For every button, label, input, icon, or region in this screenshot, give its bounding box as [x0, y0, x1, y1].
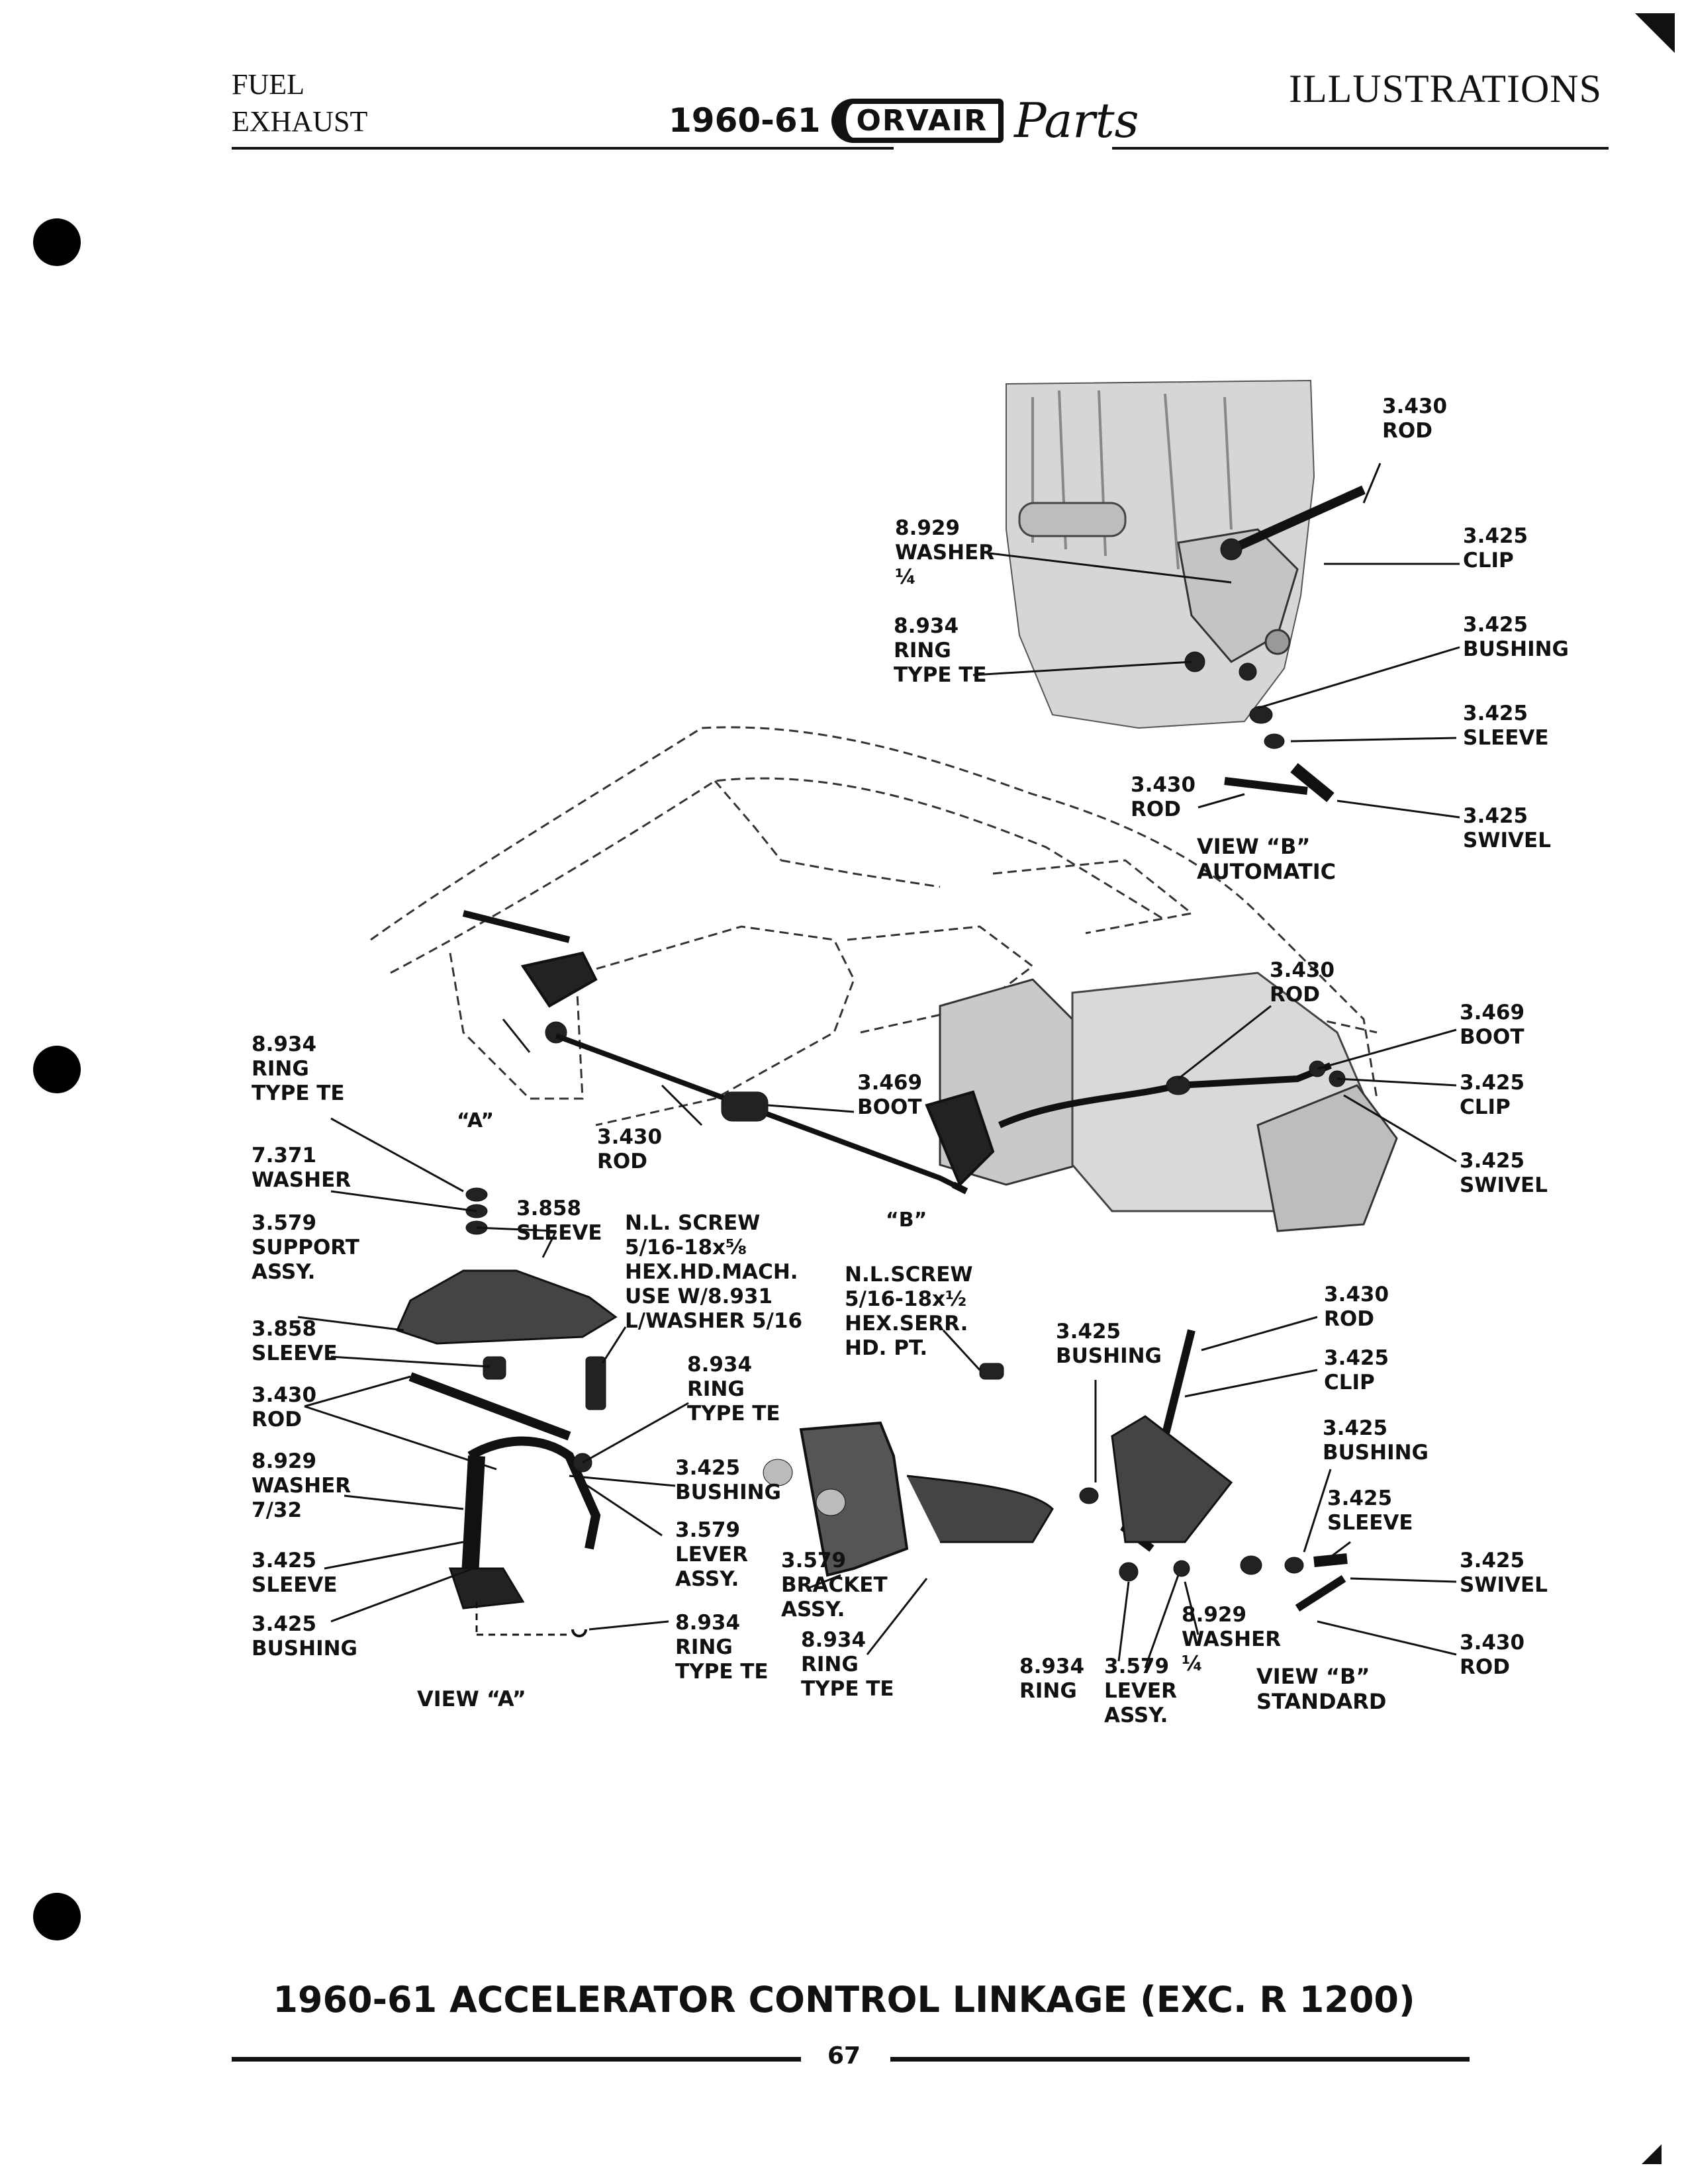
- callout-auto-clip-top: 3.425 CLIP: [1463, 524, 1528, 572]
- callout-std-ring: 8.934 RING: [1019, 1655, 1085, 1703]
- callout-a-bushing-right: 3.425 BUSHING: [675, 1456, 781, 1504]
- callout-a-sleeve-low: 3.858 SLEEVE: [252, 1317, 338, 1365]
- main-linkage-parts: [462, 910, 1346, 1195]
- view-b-automatic-title: VIEW “B” AUTOMATIC: [1197, 834, 1336, 884]
- callout-std-lever: 3.579 LEVER ASSY.: [1104, 1655, 1177, 1727]
- header-rule-left: [232, 147, 894, 150]
- corvair-parts-logo: 1960-61 ORVAIR Parts: [669, 93, 1139, 148]
- view-b-marker: “B”: [886, 1208, 927, 1232]
- punch-hole-top: [33, 218, 81, 266]
- callout-auto-bushing: 3.425 BUSHING: [1463, 613, 1569, 661]
- callout-auto-rod-top: 3.430 ROD: [1382, 394, 1448, 443]
- view-b-standard-title: VIEW “B” STANDARD: [1256, 1664, 1387, 1714]
- callout-std-swivel: 3.425 SWIVEL: [1460, 1549, 1548, 1597]
- callout-engine-clip: 3.425 CLIP: [1460, 1071, 1525, 1119]
- automatic-engine-photo: [1006, 379, 1315, 729]
- view-b-standard-parts: [763, 1329, 1348, 1612]
- callout-main-ring: 8.934 RING TYPE TE: [252, 1032, 345, 1105]
- callout-a-sleeve-top: 3.858 SLEEVE: [516, 1197, 602, 1245]
- engine-block: [939, 972, 1398, 1232]
- callout-a-washer-732: 8.929 WASHER 7/32: [252, 1449, 352, 1522]
- callout-std-bushing-right: 3.425 BUSHING: [1323, 1416, 1429, 1465]
- view-a-parts: [395, 1187, 618, 1637]
- callout-std-clip: 3.425 CLIP: [1324, 1346, 1389, 1394]
- callout-a-ring-bottom: 8.934 RING TYPE TE: [675, 1611, 769, 1684]
- section-label: FUEL EXHAUST: [232, 66, 367, 140]
- callout-main-rod: 3.430 ROD: [597, 1125, 663, 1173]
- callout-auto-ring: 8.934 RING TYPE TE: [894, 614, 987, 687]
- callout-std-bushing-top: 3.425 BUSHING: [1056, 1320, 1162, 1368]
- corner-mark-bottom: [1642, 2144, 1662, 2164]
- callout-a-ring-right: 8.934 RING TYPE TE: [687, 1353, 780, 1426]
- section-label-fuel: FUEL: [232, 68, 305, 101]
- callout-a-sleeve-left: 3.425 SLEEVE: [252, 1549, 338, 1597]
- callout-auto-rod-low: 3.430 ROD: [1131, 773, 1196, 821]
- callout-a-bushing-left: 3.425 BUSHING: [252, 1612, 357, 1661]
- callout-a-screw: N.L. SCREW 5/16-18x⅝ HEX.HD.MACH. USE W/…: [625, 1211, 803, 1333]
- corner-mark-top: [1635, 13, 1675, 53]
- leader-lines: [297, 463, 1460, 1668]
- callout-engine-swivel: 3.425 SWIVEL: [1460, 1149, 1548, 1197]
- callout-std-bracket: 3.579 BRACKET ASSY.: [781, 1549, 888, 1621]
- automatic-linkage-parts: [1184, 485, 1366, 802]
- punch-hole-middle: [33, 1046, 81, 1093]
- callout-a-rod: 3.430 ROD: [252, 1383, 317, 1432]
- footer-rule-left: [232, 2057, 801, 2062]
- callout-main-boot: 3.469 BOOT: [857, 1071, 923, 1119]
- figure-caption: 1960-61 ACCELERATOR CONTROL LINKAGE (EXC…: [273, 1979, 1415, 2021]
- callout-engine-boot: 3.469 BOOT: [1460, 1001, 1525, 1049]
- callout-std-washer: 8.929 WASHER ¼: [1182, 1603, 1282, 1676]
- header-rule-right: [1112, 147, 1609, 150]
- callout-std-screw: N.L.SCREW 5/16-18x½ HEX.SERR. HD. PT.: [845, 1263, 973, 1360]
- callout-std-rod-low: 3.430 ROD: [1460, 1631, 1525, 1679]
- logo-script: Parts: [1014, 93, 1139, 148]
- callout-a-washer-7371: 7.371 WASHER: [252, 1144, 352, 1192]
- section-label-exhaust: EXHAUST: [232, 105, 368, 138]
- callout-a-lever: 3.579 LEVER ASSY.: [675, 1518, 748, 1591]
- view-a-marker: “A”: [457, 1109, 494, 1132]
- view-a-title: VIEW “A”: [417, 1686, 526, 1711]
- callout-engine-rod: 3.430 ROD: [1270, 958, 1335, 1007]
- callout-std-sleeve: 3.425 SLEEVE: [1327, 1486, 1413, 1535]
- logo-year: 1960-61: [669, 101, 821, 140]
- callout-auto-washer: 8.929 WASHER ¼: [895, 516, 995, 589]
- callout-auto-swivel: 3.425 SWIVEL: [1463, 804, 1551, 852]
- page-type-title: ILLUSTRATIONS: [1289, 67, 1602, 111]
- punch-hole-bottom: [33, 1893, 81, 1940]
- callout-std-rod-top: 3.430 ROD: [1324, 1283, 1389, 1331]
- page-number: 67: [827, 2042, 861, 2070]
- logo-brand: ORVAIR: [831, 98, 1004, 143]
- callout-a-support: 3.579 SUPPORT ASSY.: [252, 1211, 359, 1284]
- callout-auto-sleeve: 3.425 SLEEVE: [1463, 702, 1549, 750]
- footer-rule-right: [890, 2057, 1470, 2062]
- callout-std-ring-left: 8.934 RING TYPE TE: [801, 1628, 894, 1701]
